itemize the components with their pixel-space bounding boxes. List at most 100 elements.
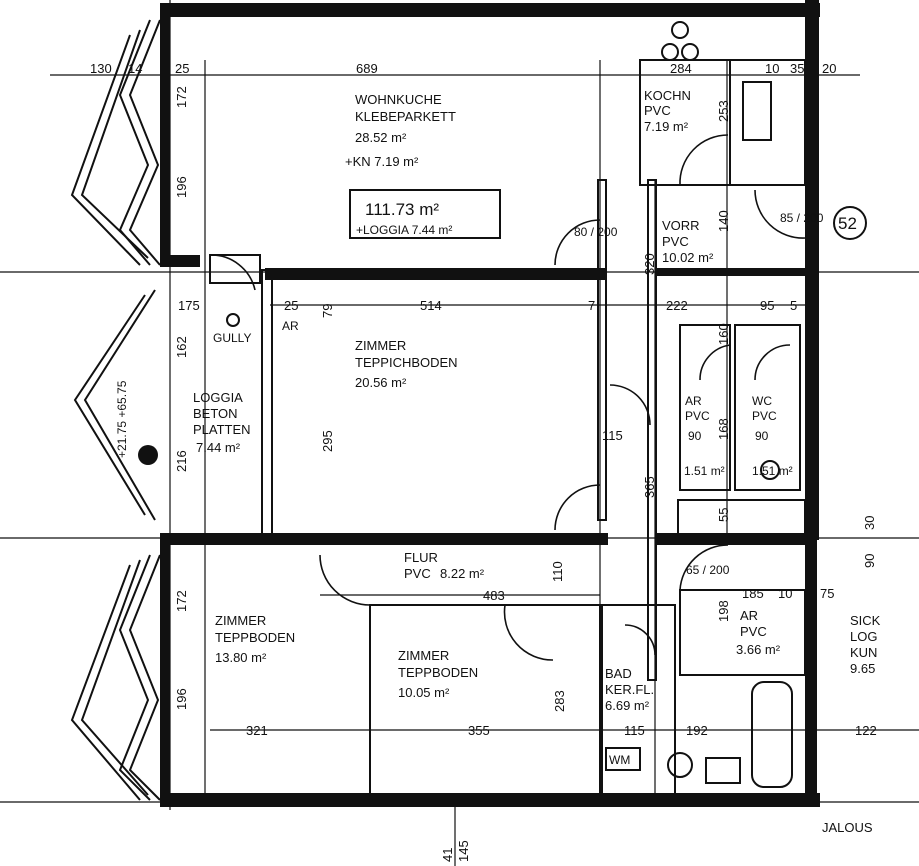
ar1-area: 1.51 m² xyxy=(684,464,725,478)
ar2-name: AR xyxy=(740,608,758,623)
wm-label: WM xyxy=(609,753,630,767)
fixtures xyxy=(138,21,793,788)
gully-label: GULLY xyxy=(213,331,251,345)
bad-name: BAD xyxy=(605,666,632,681)
sink-icon xyxy=(742,81,772,141)
apartment-number: 52 xyxy=(838,214,857,233)
dim-label: 185 xyxy=(742,586,764,601)
washbasin-icon xyxy=(705,757,741,784)
zimmer3-floor: TEPPBODEN xyxy=(398,665,478,680)
dim-label: 110 xyxy=(550,561,565,582)
dim-label: 283 xyxy=(552,690,567,712)
washing-machine-icon xyxy=(605,747,641,771)
stove-burner-icon xyxy=(671,21,689,39)
dim-label: 514 xyxy=(420,298,442,313)
dim-label: 689 xyxy=(356,61,378,76)
stove-burner-icon xyxy=(681,43,699,61)
zimmer2-floor: TEPPBODEN xyxy=(215,630,295,645)
kitchen-area: 28.52 m² xyxy=(355,130,407,145)
interior-walls xyxy=(209,59,806,798)
dim-label: 25 xyxy=(175,61,189,76)
ar1-floor: PVC xyxy=(685,409,710,423)
dim-label: 25 xyxy=(284,298,298,313)
ar1-name: AR xyxy=(685,394,702,408)
dim-label: 79 xyxy=(320,304,335,318)
dim-label: 95 xyxy=(760,298,774,313)
dim-label: 80 / 200 xyxy=(574,225,618,239)
zimmer1-floor: TEPPICHBODEN xyxy=(355,355,458,370)
sick-line3: KUN xyxy=(850,645,877,660)
dim-label: 365 xyxy=(642,476,657,498)
ar2-area: 3.66 m² xyxy=(736,642,781,657)
dim-label: 90 xyxy=(862,554,877,568)
dim-label: 75 xyxy=(820,586,834,601)
jalousie-label: JALOUS xyxy=(822,820,873,835)
ar-label: AR xyxy=(282,319,299,333)
dim-label: 253 xyxy=(716,100,731,122)
dim-label: 483 xyxy=(483,588,505,603)
dim-label: 122 xyxy=(855,723,877,738)
kitchen-floor: KLEBEPARKETT xyxy=(355,109,456,124)
loggia-name: LOGGIA xyxy=(193,390,243,405)
dim-label: 5 xyxy=(790,298,797,313)
stove-burner-icon xyxy=(661,43,679,61)
zimmer1-name: ZIMMER xyxy=(355,338,406,353)
dim-label: 162 xyxy=(174,336,189,358)
dim-label: 14 xyxy=(128,61,142,76)
dim-label: 115 xyxy=(602,428,623,443)
dim-label: 140 xyxy=(716,210,731,232)
wc-area: 1.51 m² xyxy=(752,464,793,478)
dim-label: 35 xyxy=(790,61,804,76)
dim-label: 160 xyxy=(716,323,731,345)
zimmer2-name: ZIMMER xyxy=(215,613,266,628)
dim-label: 10 xyxy=(765,61,779,76)
bad-floor: KER.FL. xyxy=(605,682,654,697)
dim-label: 55 xyxy=(716,508,731,522)
zimmer3-name: ZIMMER xyxy=(398,648,449,663)
dim-label: 192 xyxy=(686,723,708,738)
ar2-floor: PVC xyxy=(740,624,767,639)
dim-label: 284 xyxy=(670,61,692,76)
dim-label: 130 xyxy=(90,61,112,76)
dim-label: 172 xyxy=(174,86,189,108)
total-loggia: +LOGGIA 7.44 m² xyxy=(356,223,452,237)
flur-area: 8.22 m² xyxy=(440,566,485,581)
dim-label: 321 xyxy=(246,723,268,738)
walls xyxy=(160,0,820,807)
kochn-area: 7.19 m² xyxy=(644,119,689,134)
kochn-floor: PVC xyxy=(644,103,671,118)
zimmer2-area: 13.80 m² xyxy=(215,650,267,665)
facade-bay-windows xyxy=(70,19,161,801)
dim-label: 196 xyxy=(174,176,189,198)
dim-label: 168 xyxy=(716,418,731,440)
sick-line1: SICK xyxy=(850,613,881,628)
kitchen-name: WOHNKUCHE xyxy=(355,92,442,107)
dim-label: 115 xyxy=(624,723,645,738)
dimension-labels: 130 14 25 689 284 10 35 20 172 196 80 / … xyxy=(90,61,877,862)
zimmer3-area: 10.05 m² xyxy=(398,685,450,700)
dim-label: 175 xyxy=(178,298,200,313)
vorr-name: VORR xyxy=(662,218,700,233)
washbasin-icon xyxy=(667,752,693,778)
loggia-material: BETON xyxy=(193,406,238,421)
dim-label: 320 xyxy=(642,253,657,275)
dim-label: 196 xyxy=(174,688,189,710)
gully-drain-icon xyxy=(226,313,240,327)
flur-name: FLUR xyxy=(404,550,438,565)
room-labels: WOHNKUCHE KLEBEPARKETT 28.52 m² +KN 7.19… xyxy=(115,88,881,835)
flur-area-line: PVC xyxy=(404,566,431,581)
bad-area: 6.69 m² xyxy=(605,698,650,713)
vorr-floor: PVC xyxy=(662,234,689,249)
dim-label: 30 xyxy=(862,516,877,530)
dim-label: 355 xyxy=(468,723,490,738)
dim-label: 172 xyxy=(174,590,189,612)
dim-label: 10 xyxy=(778,586,792,601)
wc-dim: 90 xyxy=(755,429,769,443)
dim-label: 295 xyxy=(320,430,335,452)
total-area: 111.73 m² xyxy=(365,200,439,219)
wc-floor: PVC xyxy=(752,409,777,423)
total-area-box xyxy=(349,189,501,239)
loggia-material2: PLATTEN xyxy=(193,422,251,437)
bathtub-icon xyxy=(751,681,793,788)
